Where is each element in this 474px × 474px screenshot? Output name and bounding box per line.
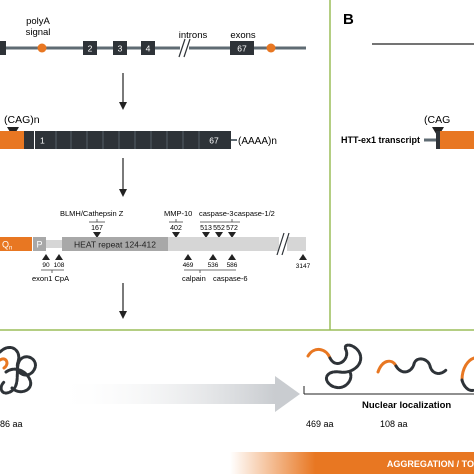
left-aa-label: 86 aa (0, 419, 23, 429)
gene-break-mark-1 (178, 38, 186, 58)
gene-exon-4-number: 4 (146, 44, 151, 54)
polya-label-line2: signal (26, 27, 51, 38)
protein-c-terminal (168, 237, 306, 251)
calpain-site-536: 536 (208, 262, 219, 269)
proline-domain (33, 237, 46, 251)
htt-ex1-cag-label: (CAG (424, 114, 450, 126)
mrna-polya-tail: (AAAA)n (238, 136, 277, 147)
gene-break-gap (180, 40, 189, 56)
gene-exon-67-number: 67 (237, 44, 247, 54)
heat-repeat-domain (62, 237, 168, 251)
mmp-label: MMP-10 (164, 209, 192, 218)
gene-exon-3 (113, 41, 127, 55)
htt-ex1-label: HTT-ex1 transcript (341, 135, 420, 145)
aa-469-label: 469 aa (306, 419, 334, 429)
fragment-469aa (306, 343, 363, 389)
panel-b-label: B (343, 11, 354, 28)
gene-exon-3-number: 3 (118, 44, 123, 54)
caspase-site-552: 552 (213, 225, 225, 232)
arrow-3-head (119, 311, 127, 319)
blmh-label: BLMH/Cathepsin Z (60, 209, 124, 218)
mrna-exon-last: 67 (209, 136, 219, 146)
gene-exon-1-partial (0, 41, 6, 55)
blmh-cleavage-marker (93, 232, 101, 238)
caspase-site-513: 513 (200, 225, 212, 232)
caspase-marker-572 (228, 232, 236, 238)
calpain-marker-586 (228, 254, 236, 260)
protein-break-gap (279, 234, 287, 254)
gene-exon-2-number: 2 (88, 44, 93, 54)
mrna-cag-label: (CAG)n (4, 114, 40, 126)
mmp-site: 402 (170, 225, 182, 232)
end-marker-3147 (299, 254, 307, 260)
gene-exon-2 (83, 41, 97, 55)
nuclear-localization-label: Nuclear localization (362, 400, 451, 411)
caspase-marker-513 (202, 232, 210, 238)
caspase6-label: caspase-6 (213, 274, 248, 283)
proline-label: P (36, 240, 42, 250)
caspase-marker-552 (215, 232, 223, 238)
aggregated-protein-left (0, 346, 37, 395)
aa-108-label: 108 aa (380, 419, 408, 429)
aggregation-banner-text: AGGREGATION / TO (387, 459, 474, 469)
introns-label: introns (179, 30, 208, 41)
arrow-1-head (119, 102, 127, 110)
mmp-cleavage-marker (172, 232, 180, 238)
mrna-cag-region (0, 131, 24, 149)
calpain-site-469: 469 (183, 262, 194, 269)
polya-signal-marker (37, 43, 47, 53)
exon1-site-90: 90 (42, 262, 50, 269)
blmh-site: 167 (91, 225, 103, 232)
polya-label-line1: polyA (26, 16, 50, 27)
mrna-exon-1-lead (24, 131, 34, 149)
exon1-marker-90 (42, 254, 50, 260)
exons-label: exons (230, 30, 256, 41)
protein-break-mark-1 (276, 232, 285, 256)
calpain-label: calpain (182, 274, 206, 283)
progression-arrow-head (275, 376, 300, 412)
progression-arrow-body (55, 384, 275, 404)
gene-break-mark-2 (183, 38, 191, 58)
heat-repeat-label: HEAT repeat 124-412 (74, 240, 156, 250)
caspase-site-572: 572 (226, 225, 238, 232)
polyq-label: Qn (2, 240, 12, 252)
mrna-exon-block (35, 131, 231, 149)
aggregation-banner (230, 452, 474, 474)
calpain-marker-536 (209, 254, 217, 260)
exon1-label: exon1 CpA (32, 274, 69, 283)
mrna-exon-dividers (55, 131, 200, 149)
calpain-marker-469 (184, 254, 192, 260)
htt-ex1-cag-region (440, 131, 474, 149)
exon1-site-108: 108 (54, 262, 65, 269)
protein-linker (46, 240, 62, 248)
fragment-108aa (376, 357, 448, 375)
polya-signal-marker-2 (266, 43, 276, 53)
end-site: 3147 (296, 263, 311, 270)
fragment-partial (460, 356, 474, 392)
mrna-exon-first: 1 (40, 136, 45, 146)
caspase3-label: caspase-3 (199, 209, 234, 218)
htt-ex1-exon-start (436, 131, 440, 149)
calpain-site-586: 586 (227, 262, 238, 269)
polyq-domain (0, 237, 32, 251)
protein-break-mark-2 (281, 232, 290, 256)
caspase12-label: caspase-1/2 (234, 209, 275, 218)
arrow-2-head (119, 189, 127, 197)
gene-exon-67 (230, 41, 254, 55)
exon1-marker-108 (55, 254, 63, 260)
gene-exon-4 (141, 41, 155, 55)
